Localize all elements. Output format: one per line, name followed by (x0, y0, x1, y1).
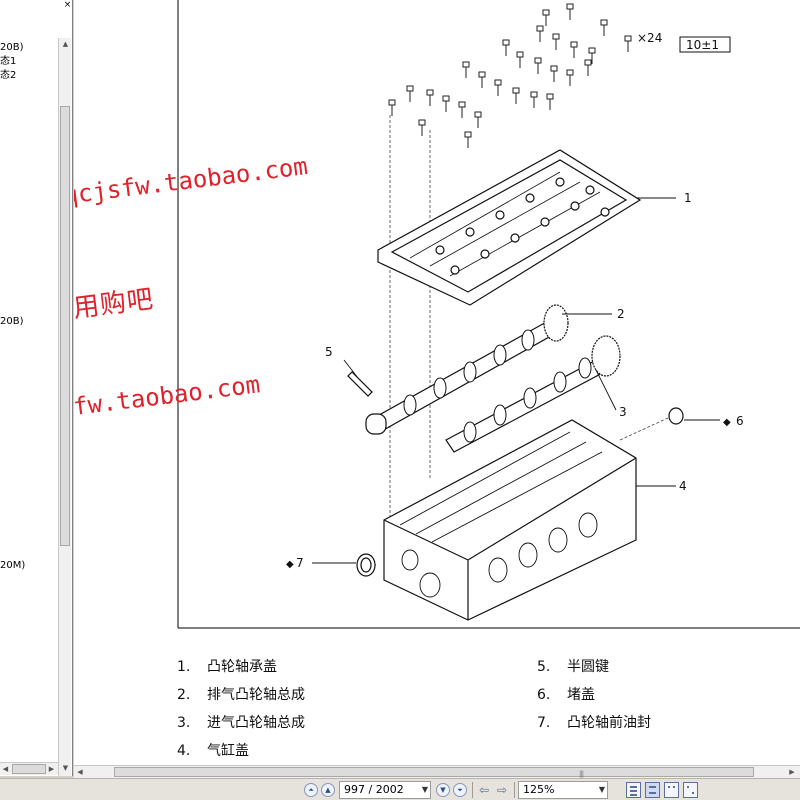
two-page-layout-icon[interactable] (664, 782, 679, 798)
bolt (542, 9, 550, 26)
bolt (566, 3, 574, 20)
scroll-right-icon[interactable]: ▶ (789, 768, 795, 776)
bookmark-vertical-scrollbar[interactable]: ▲ ▼ (58, 38, 71, 776)
bolt (530, 91, 538, 108)
bolt-count-label: ×24 (637, 31, 662, 45)
bolt (458, 101, 466, 118)
bolt (550, 65, 558, 82)
two-page-continuous-layout-icon[interactable] (683, 782, 698, 798)
plug-cap (668, 407, 684, 425)
bolt (478, 71, 486, 88)
bookmark-horizontal-scrollbar[interactable]: ◀ ▶ (0, 762, 58, 775)
bolt (536, 25, 544, 42)
last-page-icon[interactable]: ⏷ (453, 783, 467, 797)
legend-item: 2.排气凸轮轴总成 (177, 687, 305, 703)
close-pane-icon[interactable]: × (63, 0, 72, 10)
bolt (426, 89, 434, 106)
previous-page-icon[interactable]: ▲ (321, 783, 335, 797)
zoom-select[interactable]: 125%▼ (518, 781, 608, 799)
bolt (584, 59, 592, 76)
scrollbar-thumb[interactable] (60, 106, 70, 546)
torque-label: 10±1 (686, 38, 719, 52)
document-horizontal-scrollbar[interactable]: ◀ ||| ▶ (74, 765, 800, 778)
callout-5: 5 (325, 345, 333, 359)
callout-1: 1 (684, 191, 692, 205)
bookmark-item[interactable]: 20B) (0, 42, 24, 53)
callout-3: 3 (619, 405, 627, 419)
intake-camshaft (445, 335, 621, 453)
chevron-down-icon[interactable]: ▼ (598, 785, 605, 794)
bolt (516, 51, 524, 68)
bookmark-item[interactable]: 20B) (0, 316, 24, 327)
bolt (494, 79, 502, 96)
bolt (570, 41, 578, 58)
continuous-layout-icon[interactable] (645, 782, 660, 798)
single-page-layout-icon[interactable] (626, 782, 641, 798)
scrollbar-thumb[interactable]: ||| (114, 767, 754, 778)
scroll-right-icon[interactable]: ▶ (48, 765, 55, 773)
bolt (624, 35, 632, 52)
back-icon[interactable]: ⇦ (478, 783, 490, 797)
bookmark-pane: × 20B) 态1 态2 20B) 20M) ▲ ▼ ◀ ▶ (0, 0, 73, 776)
bolt (418, 119, 426, 136)
bolt (512, 87, 520, 104)
bookmark-item[interactable]: 态2 (0, 70, 17, 81)
forward-icon[interactable]: ⇨ (496, 783, 508, 797)
callout-4: 4 (679, 479, 687, 493)
bolt (502, 39, 510, 56)
chevron-down-icon[interactable]: ▼ (421, 785, 428, 794)
scroll-up-icon[interactable]: ▲ (62, 40, 69, 48)
special-mark-7: ◆ (286, 559, 294, 570)
legend-item: 5.半圆键 (537, 659, 609, 675)
bolt (406, 85, 414, 102)
front-oil-seal (356, 553, 376, 577)
legend-item: 6.堵盖 (537, 687, 595, 703)
bolt (442, 95, 450, 112)
bolt (566, 69, 574, 86)
special-mark-6: ◆ (723, 417, 731, 428)
scroll-down-icon[interactable]: ▼ (62, 764, 69, 772)
scroll-left-icon[interactable]: ◀ (2, 765, 9, 773)
camshaft-bearing-cover (377, 149, 642, 306)
exploded-diagram: ×24 10±1 (177, 0, 800, 629)
legend-item: 7.凸轮轴前油封 (537, 715, 651, 731)
callout-7: 7 (296, 556, 304, 570)
page-number-field[interactable]: 997 / 2002▼ (339, 781, 431, 799)
bolt (588, 47, 596, 64)
scroll-left-icon[interactable]: ◀ (77, 768, 83, 776)
status-toolbar: ⏶ ▲ 997 / 2002▼ ▼ ⏷ ⇦ ⇨ 125%▼ (0, 778, 800, 800)
half-moon-key (347, 371, 373, 397)
legend-item: 1.凸轮轴承盖 (177, 659, 277, 675)
first-page-icon[interactable]: ⏶ (304, 783, 318, 797)
exhaust-camshaft (365, 304, 569, 435)
bolt (462, 61, 470, 78)
toolbar-divider (472, 782, 473, 798)
bolt (552, 33, 560, 50)
scrollbar-thumb[interactable] (12, 764, 46, 774)
callout-6: 6 (736, 414, 744, 428)
bolt (546, 93, 554, 110)
callout-2: 2 (617, 307, 625, 321)
bolt (534, 57, 542, 74)
bolt (388, 99, 396, 116)
bolt (474, 111, 482, 128)
bookmark-item[interactable]: 态1 (0, 56, 17, 67)
document-view[interactable]: ×24 10±1 (74, 0, 800, 765)
legend-item: 3.进气凸轮轴总成 (177, 715, 305, 731)
bolt (464, 131, 472, 148)
cylinder-head (383, 419, 637, 621)
next-page-icon[interactable]: ▼ (436, 783, 450, 797)
bolt (600, 19, 608, 36)
toolbar-divider (514, 782, 515, 798)
legend-item: 4.气缸盖 (177, 743, 249, 759)
bookmark-item[interactable]: 20M) (0, 560, 26, 571)
